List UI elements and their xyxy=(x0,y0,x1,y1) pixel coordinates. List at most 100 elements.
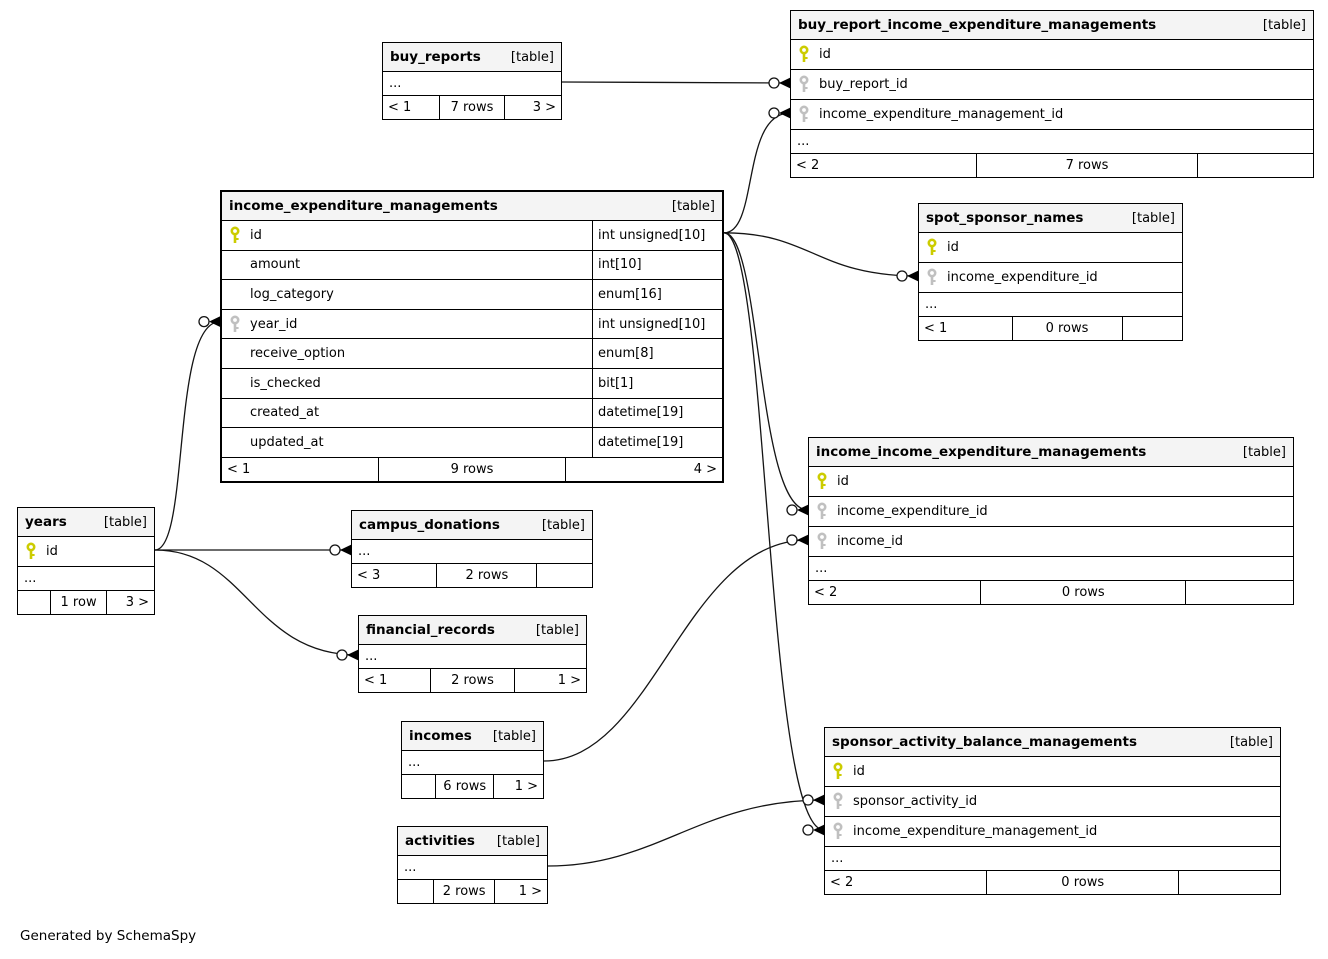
table-name: incomes xyxy=(409,728,472,744)
key-icon-slot xyxy=(919,263,947,292)
column-row-income_expenditure_management_id: income_expenditure_management_id xyxy=(825,816,1280,846)
key-icon-slot xyxy=(222,251,250,280)
key-icon-slot xyxy=(809,527,837,556)
table-tag: [table] xyxy=(1262,17,1306,33)
many-connector-icon xyxy=(779,77,791,89)
table-header[interactable]: buy_reports[table] xyxy=(383,43,561,71)
column-name: sponsor_activity_id xyxy=(853,794,978,809)
column-name: buy_report_id xyxy=(819,77,908,92)
ellipsis-label: ... xyxy=(797,134,810,149)
footer-children: 4 > xyxy=(564,457,722,481)
footer-row-count: 2 rows xyxy=(429,669,514,692)
table-header[interactable]: income_expenditure_managements[table] xyxy=(222,192,722,220)
edge-years-to-financial_records xyxy=(154,549,359,656)
edge-income_expenditure_managements-to-income_income_expenditure_managements xyxy=(723,232,809,511)
zero-or-one-connector-icon xyxy=(329,544,341,556)
zero-or-one-connector-icon xyxy=(336,649,348,661)
primary-key-icon xyxy=(817,472,827,489)
table-income_income_expenditure_managements[interactable]: income_income_expenditure_managements[ta… xyxy=(808,437,1294,605)
table-header[interactable]: incomes[table] xyxy=(402,722,543,750)
table-tag: [table] xyxy=(103,514,147,530)
ellipsis-label: ... xyxy=(358,544,371,559)
footer-row-count: 6 rows xyxy=(435,775,493,798)
footer-row-count: 1 row xyxy=(50,591,106,614)
many-connector-icon xyxy=(779,107,791,119)
table-buy_report_income_expenditure_managements[interactable]: buy_report_income_expenditure_management… xyxy=(790,10,1314,178)
table-header[interactable]: campus_donations[table] xyxy=(352,511,592,539)
more-columns-row: ... xyxy=(402,750,543,774)
many-connector-icon xyxy=(813,794,825,806)
table-header[interactable]: activities[table] xyxy=(398,827,547,855)
footer-children xyxy=(1197,154,1313,177)
column-name: income_expenditure_management_id xyxy=(819,107,1064,122)
footer-parents: < 1 xyxy=(227,461,251,477)
table-header[interactable]: years[table] xyxy=(18,508,154,536)
many-connector-icon xyxy=(907,270,919,282)
ellipsis-label: ... xyxy=(831,851,844,866)
column-row-income_expenditure_id: income_expenditure_id xyxy=(809,496,1293,526)
column-name: id xyxy=(947,240,959,255)
footer-parents: < 1 xyxy=(364,673,388,688)
table-tag: [table] xyxy=(496,833,540,849)
zero-or-one-connector-icon xyxy=(802,794,814,806)
table-name: buy_reports xyxy=(390,49,481,65)
table-spot_sponsor_names[interactable]: spot_sponsor_names[table] id income_expe… xyxy=(918,203,1183,341)
table-income_expenditure_managements[interactable]: income_expenditure_managements[table] id… xyxy=(220,190,724,483)
table-sponsor_activity_balance_managements[interactable]: sponsor_activity_balance_managements[tab… xyxy=(824,727,1281,895)
table-name: spot_sponsor_names xyxy=(926,210,1084,226)
column-row-buy_report_id: buy_report_id xyxy=(791,69,1313,99)
footer-parents: < 2 xyxy=(830,875,854,890)
table-tag: [table] xyxy=(541,517,585,533)
many-connector-icon xyxy=(797,504,809,516)
column-row-id: id xyxy=(791,39,1313,69)
table-header[interactable]: buy_report_income_expenditure_management… xyxy=(791,11,1313,39)
primary-key-icon xyxy=(230,226,240,243)
column-type: enum[8] xyxy=(592,339,722,368)
column-type: enum[16] xyxy=(592,280,722,309)
table-name: income_income_expenditure_managements xyxy=(816,444,1147,460)
table-header[interactable]: spot_sponsor_names[table] xyxy=(919,204,1182,232)
key-icon-slot xyxy=(791,100,819,129)
column-type: int[10] xyxy=(592,250,722,280)
ellipsis-label: ... xyxy=(404,860,417,875)
edge-buy_reports-to-buy_report_income_expenditure_managements xyxy=(561,81,791,84)
footer-parents: < 2 xyxy=(814,585,838,600)
foreign-key-icon xyxy=(230,315,240,332)
ellipsis-label: ... xyxy=(815,561,828,576)
column-name: income_expenditure_management_id xyxy=(853,824,1098,839)
key-icon-slot xyxy=(222,310,250,339)
table-header[interactable]: income_income_expenditure_managements[ta… xyxy=(809,438,1293,466)
key-icon-slot xyxy=(791,40,819,69)
key-icon-slot xyxy=(825,787,853,816)
footer-parents: < 1 xyxy=(924,321,948,336)
table-tag: [table] xyxy=(535,622,579,638)
table-header[interactable]: sponsor_activity_balance_managements[tab… xyxy=(825,728,1280,756)
footer-children xyxy=(1121,317,1183,340)
table-header[interactable]: financial_records[table] xyxy=(359,616,586,644)
ellipsis-label: ... xyxy=(389,76,402,91)
column-type: int unsigned[10] xyxy=(592,309,722,339)
column-type: datetime[19] xyxy=(592,428,722,457)
key-icon-slot xyxy=(919,233,947,262)
column-row-id: id xyxy=(18,536,154,566)
table-tag: [table] xyxy=(671,198,715,214)
footer-row-count: 9 rows xyxy=(378,457,565,481)
zero-or-one-connector-icon xyxy=(768,77,780,89)
more-columns-row: ... xyxy=(809,556,1293,580)
